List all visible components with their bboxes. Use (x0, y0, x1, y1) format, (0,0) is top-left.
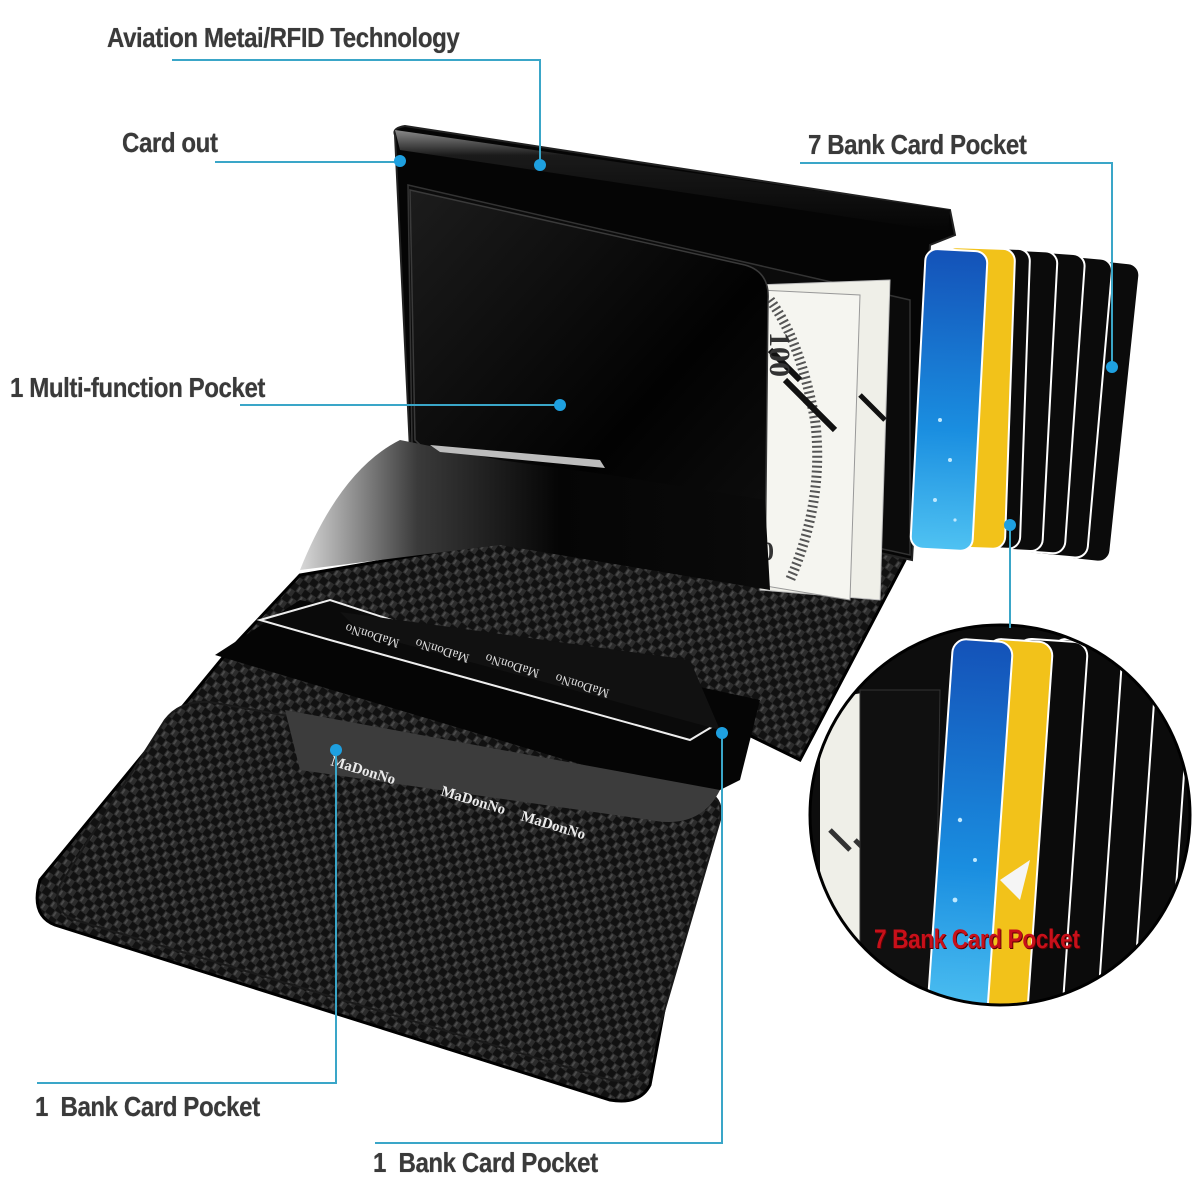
callout-line-right-card-pocket (375, 733, 723, 1144)
wallet: MaDonNo MaDonNo MaDonNo MaDonNo MaDonNo … (35, 124, 1141, 1103)
banknotes: 100 100 (699, 279, 891, 601)
callout-dot-seven-card-pocket (1106, 361, 1118, 373)
card-stack-inset (808, 623, 1192, 1007)
label-seven-bank-card-pocket: 7 Bank Card Pocket (808, 129, 1027, 160)
lower-folded-flap (300, 440, 770, 590)
callout-dot-left-card-pocket (330, 744, 342, 756)
callout-dot-aviation-metal (534, 159, 546, 171)
front-slot-card (285, 710, 720, 822)
pocket-inner-highlight (430, 445, 605, 468)
label-aviation-metal-rfid: Aviation Metai/RFID Technology (107, 22, 460, 53)
callout-line-left-card-pocket (37, 750, 337, 1084)
label-right-bank-card-pocket: 1 Bank Card Pocket (373, 1147, 598, 1178)
callout-dot-right-card-pocket (716, 727, 728, 739)
callout-lines (37, 59, 1118, 1144)
callout-dot-card-stack-to-inset (1004, 519, 1016, 531)
aluminium-case-top-edge (395, 130, 950, 232)
card-stack (909, 246, 1141, 563)
wallet-lining (215, 600, 760, 800)
rear-slot-card (340, 612, 720, 730)
callout-line-seven-card-pocket (800, 162, 1113, 367)
callout-dot-multi-function-pocket (554, 399, 566, 411)
label-inset-seven-bank-card-pocket: 7 Bank Card Pocket (874, 924, 1080, 954)
callout-dot-card-out (394, 155, 406, 167)
label-card-out: Card out (122, 127, 218, 158)
banknote-denomination: 100 (763, 332, 796, 377)
callout-line-aviation-metal (172, 59, 541, 165)
label-multi-function-pocket: 1 Multi-function Pocket (10, 372, 265, 403)
label-left-bank-card-pocket: 1 Bank Card Pocket (35, 1091, 260, 1122)
